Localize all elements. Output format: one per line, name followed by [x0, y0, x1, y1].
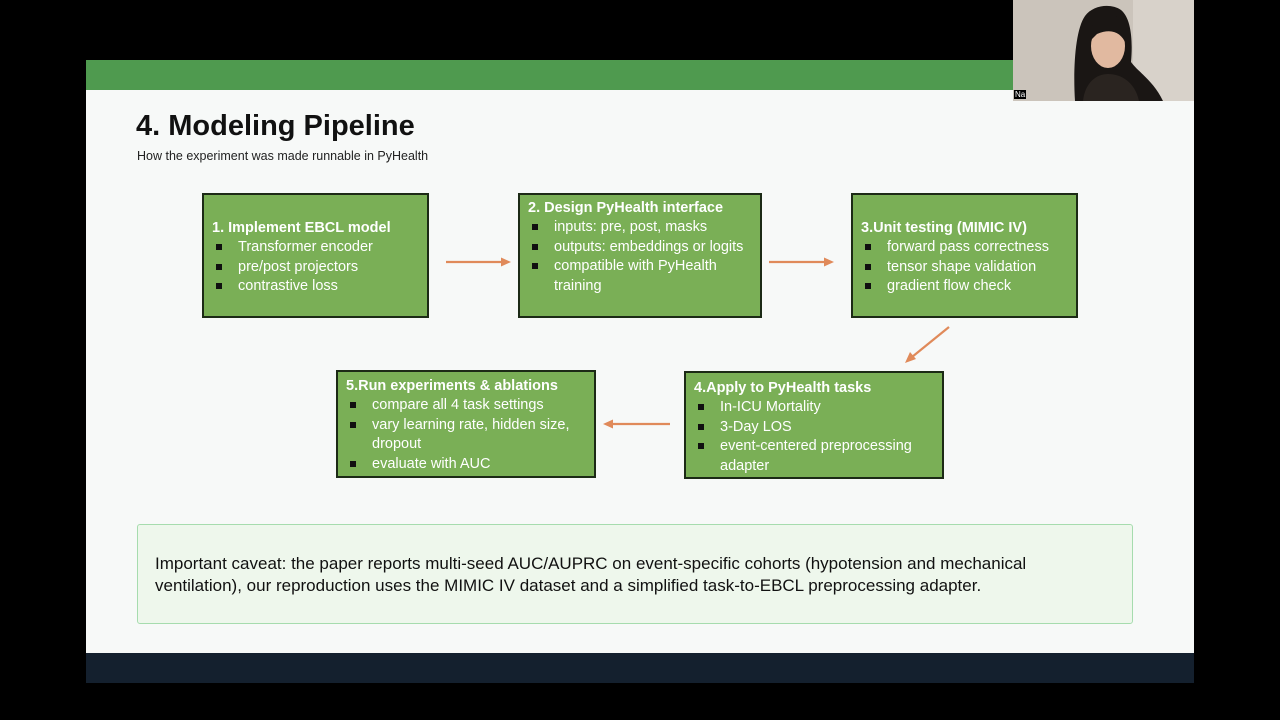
square-bullet-icon	[532, 224, 538, 230]
square-bullet-icon	[698, 404, 704, 410]
bullet-text: outputs: embeddings or logits	[554, 238, 744, 255]
list-item: outputs: embeddings or logits	[528, 238, 752, 258]
bullet-text: pre/post projectors	[238, 258, 359, 275]
list-item: vary learning rate, hidden size, dropout	[346, 416, 586, 455]
list-item: Transformer encoder	[212, 238, 419, 258]
bullet-text: Transformer encoder	[238, 239, 373, 255]
caveat-text: Important caveat: the paper reports mult…	[155, 554, 1027, 595]
step-2-heading: 2. Design PyHealth interface	[528, 200, 724, 216]
list-item: compatible with PyHealth training	[528, 257, 752, 296]
webcam-thumbnail[interactable]: Na	[1013, 0, 1194, 101]
bullet-text: event-centered preprocessing adapter	[720, 438, 912, 474]
presenter-video-icon	[1013, 0, 1194, 101]
list-item: inputs: pre, post, masks	[528, 218, 752, 238]
square-bullet-icon	[216, 283, 222, 289]
step-3-heading: 3.Unit testing (MIMIC IV)	[861, 220, 1027, 236]
step-5-bullets: compare all 4 task settings vary learnin…	[346, 396, 586, 474]
bullet-text: forward pass correctness	[887, 239, 1049, 255]
square-bullet-icon	[865, 244, 871, 250]
bullet-text: evaluate with AUC	[372, 455, 491, 472]
step-1-bullets: Transformer encoder pre/post projectors …	[212, 238, 419, 297]
step-3-bullets: forward pass correctness tensor shape va…	[861, 238, 1068, 297]
participant-name-label: Na	[1014, 90, 1027, 99]
step-1-box: 1. Implement EBCL model Transformer enco…	[202, 193, 429, 318]
arrow-step4-to-step5-icon	[603, 419, 670, 429]
slide-subtitle: How the experiment was made runnable in …	[137, 149, 429, 163]
header-band	[86, 60, 1194, 90]
square-bullet-icon	[216, 244, 222, 250]
list-item: gradient flow check	[861, 277, 1068, 297]
slide: 4. Modeling Pipeline How the experiment …	[86, 60, 1194, 683]
footer-band	[86, 653, 1194, 683]
bullet-text: inputs: pre, post, masks	[554, 219, 708, 235]
bullet-text: tensor shape validation	[887, 258, 1037, 275]
list-item: tensor shape validation	[861, 258, 1068, 278]
list-item: In-ICU Mortality	[694, 398, 934, 418]
square-bullet-icon	[532, 263, 538, 269]
list-item: contrastive loss	[212, 277, 419, 297]
step-4-heading: 4.Apply to PyHealth tasks	[694, 380, 872, 396]
bullet-text: vary learning rate, hidden size, dropout	[372, 416, 570, 453]
list-item: 3-Day LOS	[694, 418, 934, 438]
slide-title: 4. Modeling Pipeline	[136, 110, 415, 142]
square-bullet-icon	[698, 423, 704, 430]
bullet-text: compare all 4 task settings	[372, 397, 544, 413]
arrow-step2-to-step3-icon	[769, 257, 834, 267]
step-2-bullets: inputs: pre, post, masks outputs: embedd…	[528, 218, 752, 296]
bullet-text: contrastive loss	[238, 278, 338, 294]
arrow-step1-to-step2-icon	[446, 257, 511, 267]
bullet-text: In-ICU Mortality	[720, 399, 821, 415]
square-bullet-icon	[865, 263, 871, 270]
list-item: forward pass correctness	[861, 238, 1068, 258]
step-2-box: 2. Design PyHealth interface inputs: pre…	[518, 193, 762, 318]
square-bullet-icon	[350, 402, 356, 408]
step-1-heading: 1. Implement EBCL model	[212, 220, 391, 236]
list-item: evaluate with AUC	[346, 455, 586, 475]
square-bullet-icon	[865, 283, 871, 289]
list-item: pre/post projectors	[212, 258, 419, 278]
square-bullet-icon	[532, 243, 538, 250]
square-bullet-icon	[350, 421, 356, 428]
bullet-text: compatible with PyHealth training	[554, 258, 717, 294]
step-4-box: 4.Apply to PyHealth tasks In-ICU Mortali…	[684, 371, 944, 479]
step-4-bullets: In-ICU Mortality 3-Day LOS event-centere…	[694, 398, 934, 476]
bullet-text: gradient flow check	[887, 278, 1012, 294]
square-bullet-icon	[350, 460, 356, 467]
step-5-box: 5.Run experiments & ablations compare al…	[336, 370, 596, 478]
square-bullet-icon	[698, 443, 704, 449]
list-item: compare all 4 task settings	[346, 396, 586, 416]
caveat-box: Important caveat: the paper reports mult…	[137, 524, 1133, 624]
step-3-box: 3.Unit testing (MIMIC IV) forward pass c…	[851, 193, 1078, 318]
arrow-step3-to-step4-icon	[905, 326, 950, 363]
bullet-text: 3-Day LOS	[720, 418, 792, 435]
step-5-heading: 5.Run experiments & ablations	[346, 378, 558, 394]
list-item: event-centered preprocessing adapter	[694, 437, 934, 476]
square-bullet-icon	[216, 263, 222, 270]
